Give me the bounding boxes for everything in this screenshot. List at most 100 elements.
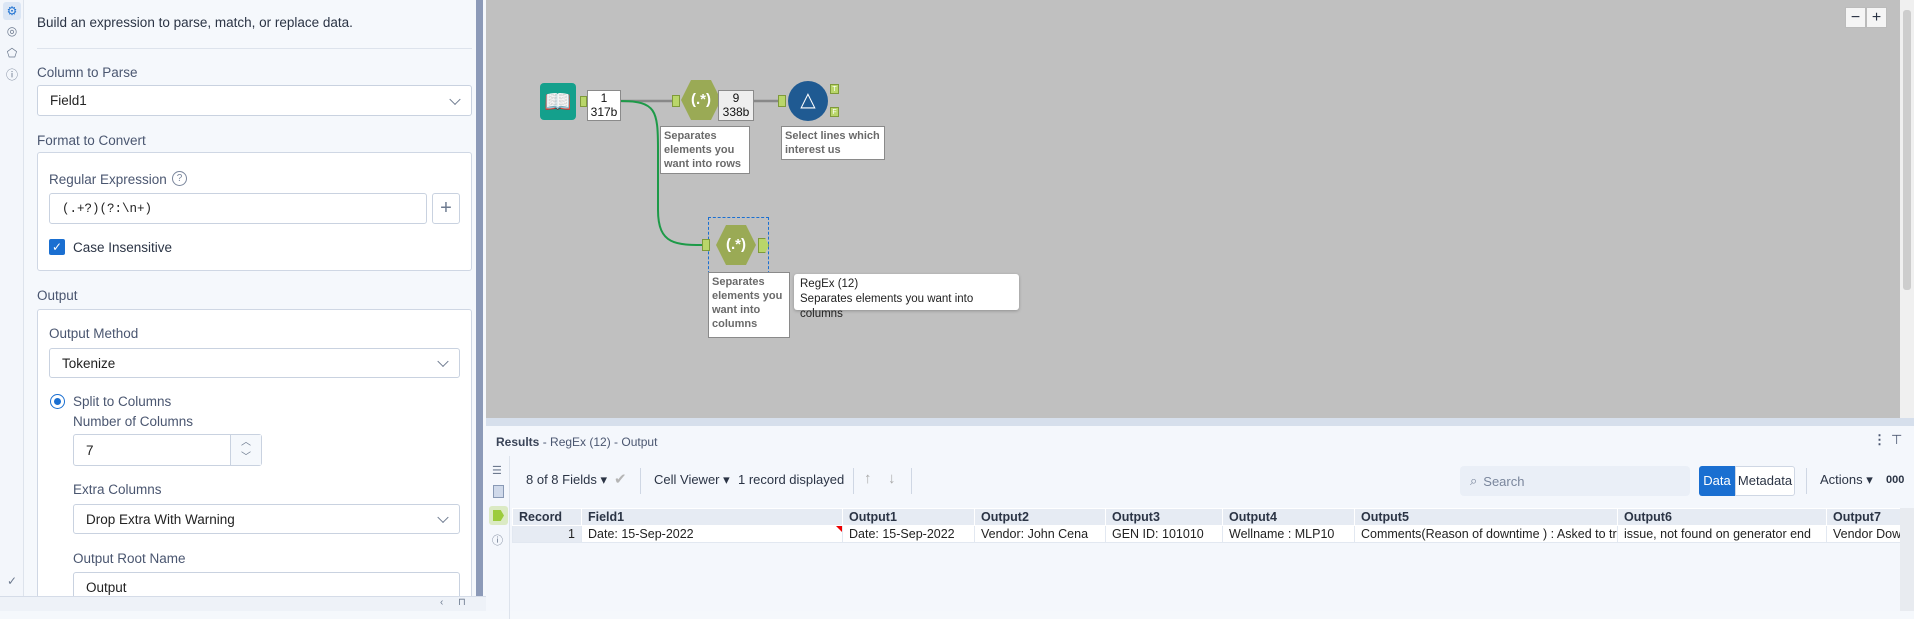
true-anchor[interactable]: T <box>830 84 839 94</box>
check-circle-icon[interactable]: ✓ <box>6 574 18 588</box>
canvas-scrollbar[interactable] <box>1900 0 1914 418</box>
chevron-down-icon <box>437 511 449 524</box>
column-header[interactable]: Output7 <box>1826 508 1901 526</box>
record-count-badge: 1 317b <box>587 90 621 121</box>
chevron-down-icon <box>449 93 461 105</box>
input-anchor[interactable] <box>672 95 680 107</box>
table-cell[interactable]: Vendor Downt <box>1826 525 1901 543</box>
collapse-icon[interactable]: ‹ <box>440 597 444 608</box>
column-header[interactable]: Record <box>512 508 582 526</box>
table-cell[interactable]: Vendor: John Cena <box>974 525 1106 543</box>
output-method-select[interactable]: Tokenize <box>49 348 460 378</box>
apply-check-icon[interactable]: ✔ <box>614 471 627 488</box>
tool-description: Build an expression to parse, match, or … <box>37 15 353 30</box>
scrollbar-thumb[interactable] <box>1903 10 1911 290</box>
panel-bottom-bar: ‹ ⊓ <box>0 596 486 611</box>
table-cell[interactable]: GEN ID: 101010 <box>1105 525 1223 543</box>
false-anchor[interactable]: F <box>830 107 839 117</box>
annotation-regex2: Separates elements you want into columns <box>708 272 790 338</box>
page-icon[interactable] <box>493 485 504 498</box>
search-input[interactable]: ⌕ Search <box>1460 466 1690 496</box>
connection-icon[interactable]: ◎ <box>6 24 18 38</box>
more-options-icon[interactable]: ⋮ <box>1873 432 1886 447</box>
record-count: 9 <box>732 91 740 105</box>
table-scrollbar[interactable] <box>1900 508 1914 611</box>
column-header[interactable]: Output6 <box>1617 508 1827 526</box>
tag-icon[interactable]: ⬠ <box>6 46 18 60</box>
results-window: Results - RegEx (12) - Output ⋮ ⊤ ☰ ⓘ 8 … <box>486 418 1914 619</box>
divider <box>37 48 472 49</box>
output-anchor-tab[interactable] <box>489 506 508 525</box>
regex-tool-2[interactable]: (.*) <box>716 225 756 265</box>
configuration-panel: Build an expression to parse, match, or … <box>24 0 476 596</box>
list-icon[interactable]: ☰ <box>492 465 502 477</box>
output-anchor[interactable] <box>758 238 769 253</box>
data-size: 338b <box>722 105 750 119</box>
help-icon[interactable]: ⓘ <box>492 535 503 547</box>
table-cell[interactable]: Date: 15-Sep-2022 <box>581 525 843 543</box>
add-expression-button[interactable]: + <box>432 193 460 224</box>
zoom-in-button[interactable]: + <box>1866 7 1887 28</box>
output-label: Output <box>37 288 78 303</box>
actions-dropdown[interactable]: Actions ▾ <box>1820 472 1873 487</box>
column-header[interactable]: Output3 <box>1105 508 1223 526</box>
split-to-columns-radio[interactable] <box>50 394 65 409</box>
output-method-value: Tokenize <box>62 355 116 371</box>
table-header-row: Record Field1 Output1 Output2 Output3 Ou… <box>512 508 1901 526</box>
regex-tool-1[interactable]: (.*) <box>681 80 721 120</box>
cell-viewer-dropdown[interactable]: Cell Viewer ▾ <box>654 472 730 487</box>
gear-icon[interactable]: ⚙ <box>3 2 21 20</box>
record-number-cell[interactable]: 1 <box>512 525 582 543</box>
stepper-down-icon[interactable]: ﹀ <box>241 452 251 463</box>
pin-icon[interactable]: ⊤ <box>1891 432 1903 447</box>
panel-scrollbar[interactable] <box>476 0 483 596</box>
stepper-up-icon[interactable]: ︿ <box>241 437 251 448</box>
arrow-down-icon[interactable]: ↓ <box>888 470 896 487</box>
annotation-filter: Select lines which interest us <box>781 126 885 160</box>
pin-icon[interactable]: ⊓ <box>458 597 466 608</box>
regex-label: Regular Expression <box>49 172 167 187</box>
column-header[interactable]: Output2 <box>974 508 1106 526</box>
extra-columns-select[interactable]: Drop Extra With Warning <box>73 504 460 534</box>
regex-input[interactable]: (.+?)(?:\n+) <box>49 193 427 224</box>
connections-layer <box>619 99 782 246</box>
divider <box>853 468 854 494</box>
column-header[interactable]: Output5 <box>1354 508 1618 526</box>
number-of-columns-stepper[interactable]: 7 ︿ ﹀ <box>73 434 262 466</box>
input-anchor[interactable] <box>778 95 786 107</box>
zoom-out-button[interactable]: − <box>1845 7 1866 28</box>
results-subtitle: - RegEx (12) - Output <box>542 435 658 449</box>
data-tab[interactable]: Data <box>1699 466 1735 496</box>
output-root-name-input[interactable]: Output <box>73 572 460 596</box>
help-circle-icon[interactable]: ? <box>172 171 187 186</box>
column-header[interactable]: Field1 <box>581 508 843 526</box>
arrow-up-icon[interactable]: ↑ <box>864 470 872 487</box>
input-anchor[interactable] <box>702 239 710 251</box>
actions-label: Actions <box>1820 472 1863 487</box>
column-header[interactable]: Output1 <box>842 508 975 526</box>
divider <box>640 468 641 494</box>
annotation-regex1: Separates elements you want into rows <box>660 126 750 174</box>
filter-tool-prism-icon[interactable]: △ <box>788 81 828 121</box>
tool-tooltip: RegEx (12) Separates elements you want i… <box>794 274 1019 320</box>
data-size: 317b <box>590 105 618 119</box>
workflow-canvas[interactable]: 📖 1 317b (.*) 9 338b Separates elements … <box>486 0 1900 418</box>
column-header[interactable]: Output4 <box>1222 508 1355 526</box>
results-table: Record Field1 Output1 Output2 Output3 Ou… <box>512 508 1901 543</box>
metadata-tab[interactable]: Metadata <box>1735 466 1795 496</box>
help-icon[interactable]: ⓘ <box>5 68 18 82</box>
table-cell[interactable]: Comments(Reason of downtime ) : Asked to… <box>1354 525 1618 543</box>
table-cell[interactable]: issue, not found on generator end <box>1617 525 1827 543</box>
more-actions-button[interactable]: 000 <box>1886 474 1905 486</box>
divider <box>1806 468 1807 494</box>
table-cell[interactable]: Wellname : MLP10 <box>1222 525 1355 543</box>
table-cell[interactable]: Date: 15-Sep-2022 <box>842 525 975 543</box>
table-row[interactable]: 1 Date: 15-Sep-2022 Date: 15-Sep-2022 Ve… <box>512 525 1901 543</box>
fields-selector[interactable]: 8 of 8 Fields ▾ <box>526 472 607 487</box>
output-anchor[interactable] <box>580 96 587 107</box>
case-insensitive-checkbox[interactable]: ✓ <box>49 239 65 255</box>
case-insensitive-label: Case Insensitive <box>73 240 173 255</box>
input-data-tool-book-icon[interactable]: 📖 <box>540 83 576 120</box>
column-to-parse-select[interactable]: Field1 <box>37 85 472 116</box>
tooltip-title: RegEx (12) <box>800 278 859 290</box>
